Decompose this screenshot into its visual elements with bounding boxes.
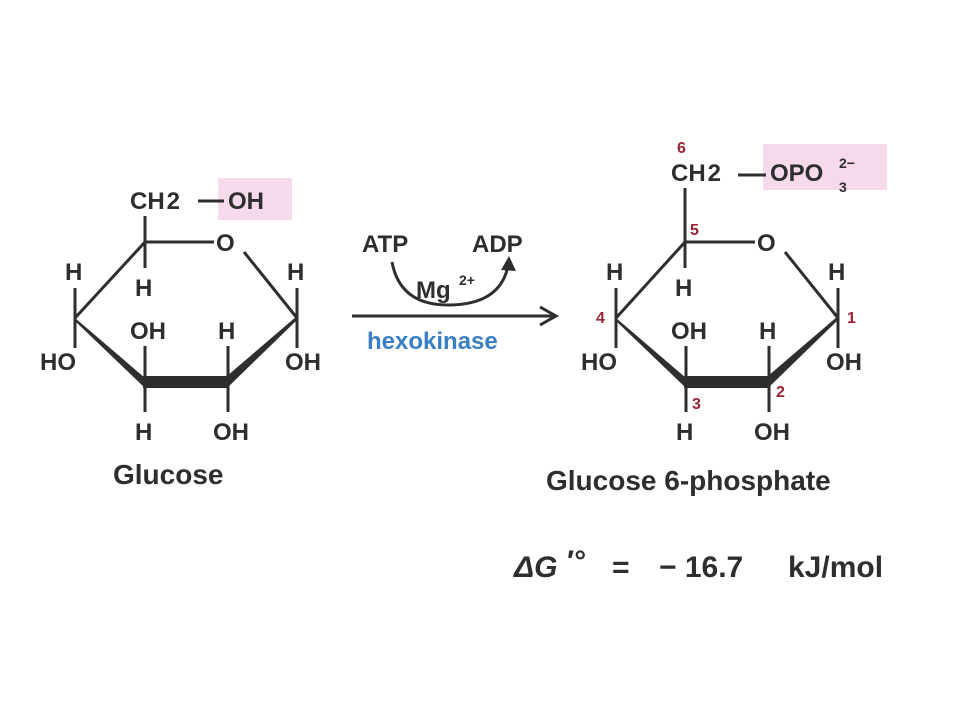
glucose-c4-h: H bbox=[65, 259, 82, 286]
g6p-c2-oh-down: OH bbox=[754, 419, 790, 446]
g6p-o-c1-bond bbox=[783, 251, 840, 319]
glucose-c3-oh-up: OH bbox=[130, 318, 166, 345]
g6p-c4-c3-wedge bbox=[616, 318, 686, 388]
free-energy-equation: ΔG ′° = − 16.7 kJ/mol bbox=[513, 545, 883, 584]
g6p-c4-c5-bond bbox=[614, 240, 687, 320]
g6p-c4-ho: HO bbox=[581, 349, 617, 376]
hexokinase-label: hexokinase bbox=[367, 328, 498, 355]
mg-label: Mg bbox=[416, 277, 451, 304]
glucose-c1-oh: OH bbox=[285, 349, 321, 376]
delta-g-prime-degree: ′° bbox=[567, 545, 586, 578]
g6p-c2-number: 2 bbox=[776, 384, 785, 401]
glucose-c5-h: H bbox=[135, 275, 152, 302]
g6p-phosphate: OPO bbox=[770, 160, 823, 187]
g6p-c1-number: 1 bbox=[847, 310, 856, 327]
glucose-c1-h: H bbox=[287, 259, 304, 286]
g6p-c3-number: 3 bbox=[692, 396, 701, 413]
glucose-c2-oh-down: OH bbox=[213, 419, 249, 446]
g6p-c1-h: H bbox=[828, 259, 845, 286]
glucose-c3-c2-bold-bond bbox=[143, 376, 229, 388]
g6p-c5-h: H bbox=[675, 275, 692, 302]
glucose-c6-oh: OH bbox=[228, 188, 264, 215]
delta-g-unit: kJ/mol bbox=[788, 551, 883, 584]
g6p-c4-number: 4 bbox=[596, 310, 605, 327]
glucose-o-c1-bond bbox=[242, 251, 299, 319]
reaction-arrow-group: ATP ADP Mg 2+ hexokinase bbox=[352, 231, 560, 355]
g6p-c6-number: 6 bbox=[677, 140, 686, 157]
phosphate-highlight bbox=[763, 144, 887, 190]
g6p-ring-oxygen: O bbox=[757, 230, 776, 257]
glucose-c2-c1-wedge bbox=[227, 316, 297, 388]
glucose-c4-c3-wedge bbox=[75, 318, 145, 388]
g6p-c1-oh: OH bbox=[826, 349, 862, 376]
g6p-c3-c2-bold-bond bbox=[684, 376, 770, 388]
glucose-c3-h-down: H bbox=[135, 419, 152, 446]
glucose-ring-oxygen: O bbox=[216, 230, 235, 257]
glucose-6-phosphate-name: Glucose 6-phosphate bbox=[546, 465, 831, 496]
g6p-ch2: CH2 bbox=[671, 160, 721, 187]
glucose-6-phosphate-structure: 6 CH2 OPO 3 2− 5 O H H H 4 1 OH H HO OH … bbox=[546, 140, 887, 496]
glucose-oh-highlight bbox=[218, 178, 292, 220]
adp-arrowhead bbox=[501, 256, 516, 271]
atp-label: ATP bbox=[362, 231, 408, 258]
g6p-c2-c1-wedge bbox=[768, 316, 838, 388]
delta-g-equals: = bbox=[612, 551, 630, 584]
g6p-phosphate-sub: 3 bbox=[839, 179, 847, 195]
reaction-arrowhead bbox=[539, 305, 560, 327]
glucose-c4-c5-bond bbox=[73, 240, 147, 320]
mg-charge: 2+ bbox=[459, 272, 475, 288]
glucose-structure: CH2 OH O H H H OH H HO OH H OH Glucose bbox=[40, 178, 321, 490]
glucose-name: Glucose bbox=[113, 459, 223, 490]
atp-adp-curve bbox=[390, 261, 510, 307]
g6p-c2-h-up: H bbox=[759, 318, 776, 345]
g6p-c5-number: 5 bbox=[690, 222, 699, 239]
glucose-ch2: CH2 bbox=[130, 188, 180, 215]
g6p-c4-h: H bbox=[606, 259, 623, 286]
g6p-phosphate-charge: 2− bbox=[839, 155, 855, 171]
delta-g-value: − 16.7 bbox=[659, 551, 743, 584]
g6p-c3-oh-up: OH bbox=[671, 318, 707, 345]
glucose-c2-h-up: H bbox=[218, 318, 235, 345]
glucose-c4-ho: HO bbox=[40, 349, 76, 376]
g6p-c3-h-down: H bbox=[676, 419, 693, 446]
delta-g-symbol: ΔG bbox=[513, 551, 557, 584]
adp-label: ADP bbox=[472, 231, 523, 258]
